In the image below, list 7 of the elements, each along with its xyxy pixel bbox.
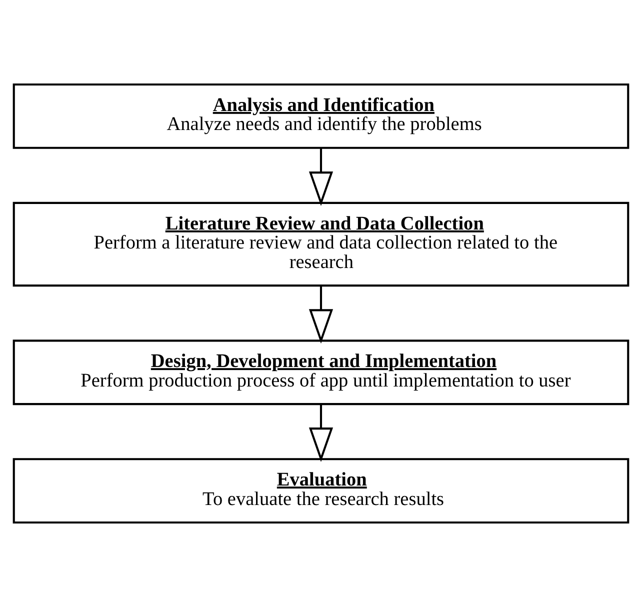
node-box: Analysis and Identification Analyze needs and identify the problems [12, 82, 630, 148]
arrow [308, 285, 334, 344]
node-box: Design, Development and Implementation Perform production process of app until implementation to user [12, 339, 630, 405]
arrow [308, 147, 334, 206]
arrow [308, 404, 334, 462]
node-box: Literature Review and Data Collection Perform a literature review and data collection related to the research [12, 201, 630, 286]
node-box: Evaluation To evaluate the research results [12, 458, 630, 524]
